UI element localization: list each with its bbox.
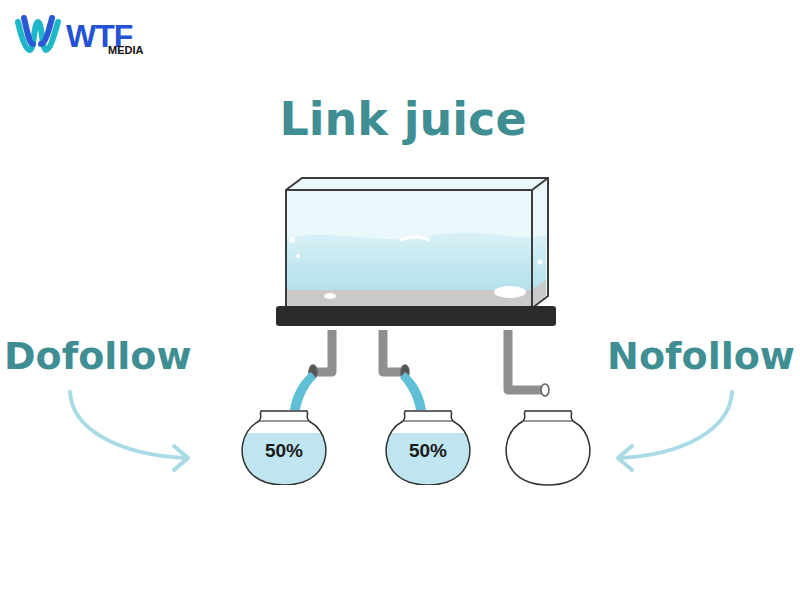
pipes [316,330,542,390]
nofollow-label: Nofollow [607,334,795,378]
empty-bowl [506,411,590,485]
logo-icon [18,18,58,50]
water-streams [290,372,426,410]
logo-subtext: MEDIA [108,44,143,56]
diagram-title: Link juice [279,92,526,146]
dofollow-label: Dofollow [4,334,192,378]
bowl-percent: 50% [265,440,303,462]
water-tank [276,178,556,326]
water-bowl: 50% [383,405,473,485]
water-bowl: 50% [239,405,329,485]
bowl-percent: 50% [409,440,447,462]
